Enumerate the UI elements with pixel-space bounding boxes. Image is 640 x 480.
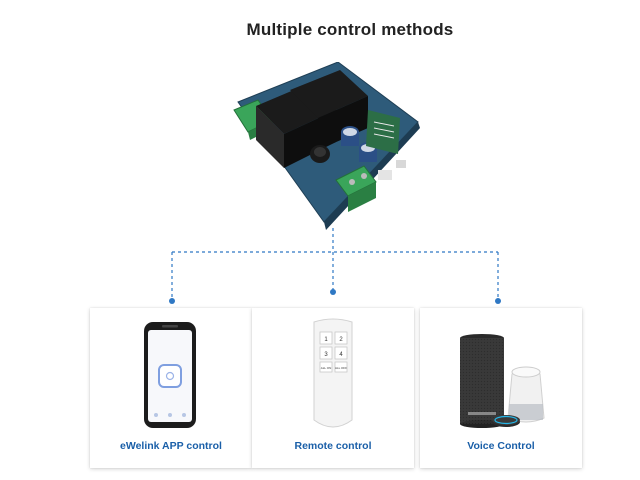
remote-control-icon: 1 2 3 4 ALL ON ALL OFF bbox=[313, 318, 353, 428]
remote-key-4: 4 bbox=[339, 352, 343, 358]
method-card-remote: 1 2 3 4 ALL ON ALL OFF Remote control bbox=[252, 308, 414, 468]
page-title: Multiple control methods bbox=[246, 20, 454, 39]
remote-key-all-on: ALL ON bbox=[321, 366, 332, 370]
remote-key-all-off: ALL OFF bbox=[335, 366, 347, 370]
remote-key-2: 2 bbox=[339, 337, 343, 343]
smartphone-icon bbox=[144, 322, 196, 428]
method-label-app: eWelink APP control bbox=[120, 440, 222, 452]
remote-key-1: 1 bbox=[324, 337, 328, 343]
connector-lines bbox=[169, 228, 501, 304]
method-label-remote: Remote control bbox=[294, 440, 372, 452]
method-label-voice: Voice Control bbox=[467, 440, 535, 452]
smart-speaker-icon bbox=[460, 334, 545, 428]
remote-key-3: 3 bbox=[324, 352, 328, 358]
method-card-app: eWelink APP control bbox=[90, 308, 252, 468]
relay-module-image bbox=[233, 62, 420, 230]
method-card-voice: Voice Control bbox=[420, 308, 582, 468]
